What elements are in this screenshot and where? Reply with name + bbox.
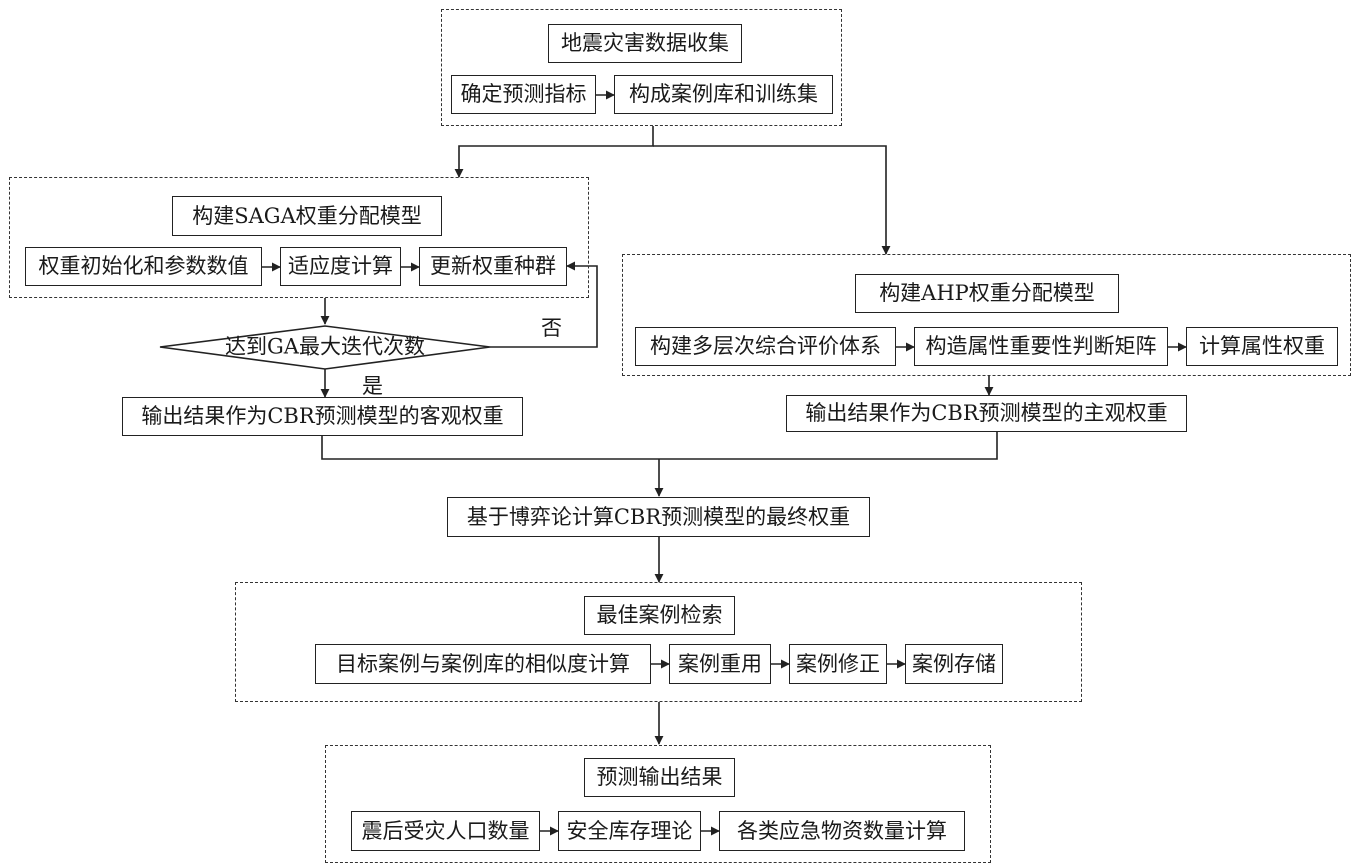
step-weight-init: 权重初始化和参数数值 xyxy=(25,247,262,286)
case-retrieval-group xyxy=(235,582,1082,702)
step-case-store: 案例存储 xyxy=(905,644,1003,684)
step-safety-stock: 安全库存理论 xyxy=(558,811,701,851)
final-weight-box: 基于博弈论计算CBR预测模型的最终权重 xyxy=(447,497,870,537)
step-attribute-weights: 计算属性权重 xyxy=(1186,327,1338,366)
step-fitness: 适应度计算 xyxy=(280,247,401,286)
step-define-indicators: 确定预测指标 xyxy=(451,75,596,114)
saga-group xyxy=(9,177,589,298)
decision-text: 达到GA最大迭代次数 xyxy=(225,334,425,359)
prediction-title: 预测输出结果 xyxy=(584,758,735,797)
decision-no-label: 否 xyxy=(541,316,562,340)
step-build-case-base: 构成案例库和训练集 xyxy=(614,75,833,114)
decision-yes-label: 是 xyxy=(362,374,383,398)
step-affected-population: 震后受灾人口数量 xyxy=(351,811,540,851)
data-collection-group xyxy=(441,9,842,126)
data-collection-title: 地震灾害数据收集 xyxy=(548,24,742,63)
step-case-reuse: 案例重用 xyxy=(669,644,771,684)
step-judgment-matrix: 构造属性重要性判断矩阵 xyxy=(914,327,1168,366)
subjective-weight-output: 输出结果作为CBR预测模型的主观权重 xyxy=(786,395,1187,432)
ahp-title: 构建AHP权重分配模型 xyxy=(855,274,1119,313)
step-update-population: 更新权重种群 xyxy=(419,247,567,286)
step-case-revise: 案例修正 xyxy=(789,644,887,684)
prediction-group xyxy=(325,745,991,863)
ahp-group xyxy=(622,254,1351,376)
saga-title: 构建SAGA权重分配模型 xyxy=(172,196,442,236)
step-build-evaluation-system: 构建多层次综合评价体系 xyxy=(635,327,896,366)
step-similarity: 目标案例与案例库的相似度计算 xyxy=(315,644,651,684)
step-supplies-calculation: 各类应急物资数量计算 xyxy=(719,811,965,851)
retrieval-title: 最佳案例检索 xyxy=(584,596,735,635)
objective-weight-output: 输出结果作为CBR预测模型的客观权重 xyxy=(122,397,523,436)
